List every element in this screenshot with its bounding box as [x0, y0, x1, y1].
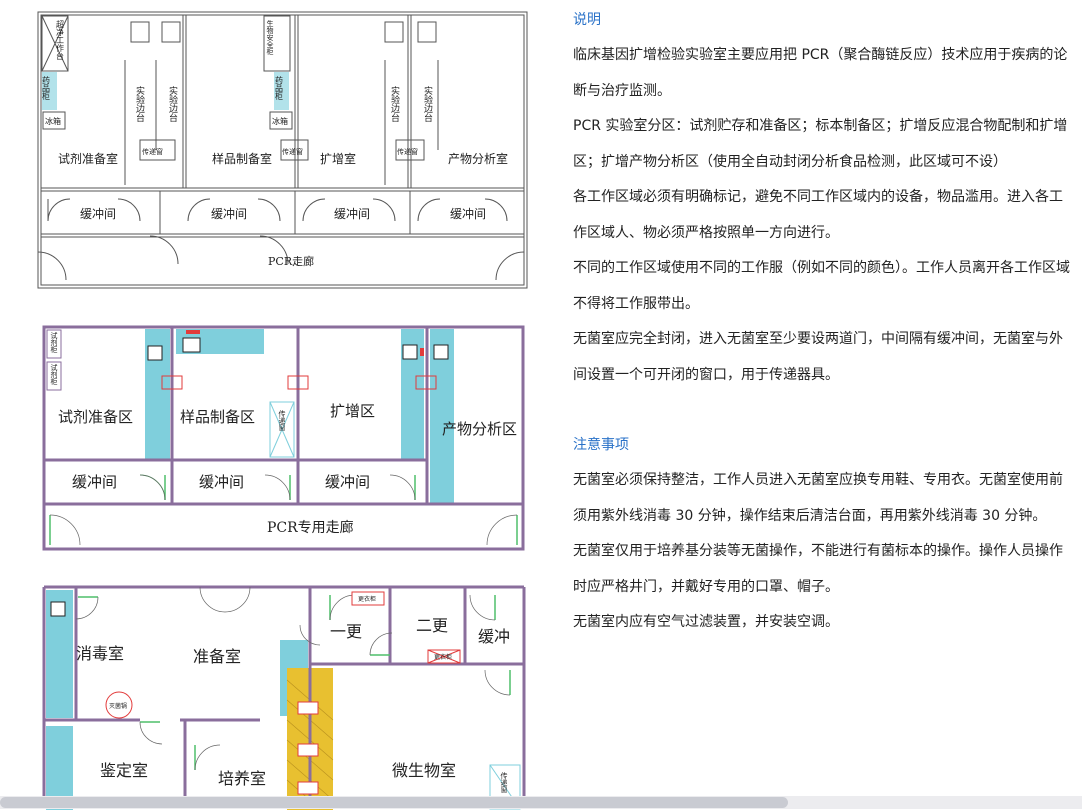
plan1-room-amplify: 扩增室 [320, 151, 356, 166]
plan2-buffer-3: 缓冲间 [325, 473, 370, 491]
attention-paragraph: 无菌室仅用于培养基分装等无菌操作，不能进行有菌标本的操作。操作人员操作时应严格井… [573, 543, 1063, 595]
plan1-corridor: PCR走廊 [268, 254, 314, 268]
plan1-pass-window-2: 传递窗 [282, 147, 303, 156]
plan3-room-micro: 微生物室 [392, 761, 456, 780]
description-panel: 说明 临床基因扩增检验实验室主要应用把 PCR（聚合酶链反应）技术应用于疾病的论… [573, 0, 1073, 641]
plan3-room-prep: 准备室 [193, 647, 241, 666]
plan1-pass-window-3: 传递窗 [397, 147, 418, 156]
plan3-room-disinfect: 消毒室 [76, 644, 124, 663]
plan1-room-product: 产物分析室 [448, 151, 508, 166]
plan2-reagent-cab-2: 试剂柜 [50, 363, 58, 386]
plan2-room-amplify: 扩增区 [330, 402, 375, 420]
plan1-buffer-3: 缓冲间 [334, 206, 370, 221]
plan1-buffer-4: 缓冲间 [450, 206, 486, 221]
pcr-lab-plan-1: 试剂准备室 样品制备室 扩增室 产物分析室 缓冲间 缓冲间 缓冲间 缓冲间 PC… [37, 11, 528, 289]
horizontal-scrollbar[interactable] [0, 796, 1082, 809]
plan3-room-culture: 培养室 [218, 769, 266, 788]
notes-paragraph: 临床基因扩增检验实验室主要应用把 PCR（聚合酶链反应）技术应用于疾病的论断与治… [573, 47, 1068, 99]
notes-paragraph: 不同的工作区域使用不同的工作服（例如不同的颜色）。工作人员离开各工作区域不得将工… [573, 260, 1070, 312]
scrollbar-thumb[interactable] [0, 797, 788, 808]
plan3-locker-1: 更衣柜 [358, 595, 376, 603]
plan1-room-reagent: 试剂准备室 [58, 151, 118, 166]
notes-paragraph: 无菌室应完全封闭，进入无菌室至少要设两道门，中间隔有缓冲间，无菌室与外间设置一个… [573, 331, 1063, 383]
plan1-reagent-cabinet-1: 药品柜 [42, 75, 51, 101]
plan1-room-sample: 样品制备室 [212, 151, 272, 166]
plan1-bench-1: 实验边台 [134, 85, 145, 123]
plan2-buffer-1: 缓冲间 [72, 473, 117, 491]
floor-plans: 试剂准备室 样品制备室 扩增室 产物分析室 缓冲间 缓冲间 缓冲间 缓冲间 PC… [37, 11, 528, 810]
plan1-bench-3: 实验边台 [389, 85, 400, 123]
pcr-lab-plan-2: 试剂准备区 样品制备区 扩增区 产物分析区 缓冲间 缓冲间 缓冲间 PCR专用走… [42, 325, 525, 551]
plan2-room-product: 产物分析区 [442, 420, 517, 438]
attention-paragraph: 无菌室必须保持整洁，工作人员进入无菌室应换专用鞋、专用衣。无菌室使用前须用紫外线… [573, 472, 1063, 524]
plan1-buffer-2: 缓冲间 [211, 206, 247, 221]
plan1-bio-cabinet: 生物安全柜 [266, 19, 274, 56]
plan3-locker-2: 更衣柜 [434, 653, 452, 661]
sterile-lab-plan-3: 消毒室 准备室 一更 二更 缓冲 鉴定室 培养室 微生物室 灭菌锅 更衣柜 更衣… [42, 585, 526, 810]
plan1-fridge-1: 冰箱 [45, 116, 61, 126]
plan3-room-buffer: 缓冲 [478, 627, 510, 646]
plan3-room-identify: 鉴定室 [100, 761, 148, 780]
plan1-fridge-2: 冰箱 [272, 116, 288, 126]
plan3-sterilizer: 灭菌锅 [109, 702, 127, 710]
notes-paragraph: PCR 实验室分区：试剂贮存和准备区；标本制备区；扩增反应混合物配制和扩增区；扩… [573, 118, 1068, 170]
plan3-room-change-1: 一更 [330, 622, 362, 641]
plan2-room-reagent: 试剂准备区 [58, 408, 133, 426]
attention-paragraph: 无菌室内应有空气过滤装置，并安装空调。 [573, 614, 839, 630]
plan1-buffer-1: 缓冲间 [80, 206, 116, 221]
plan2-buffer-2: 缓冲间 [199, 473, 244, 491]
plan2-reagent-cab-1: 试剂柜 [50, 331, 58, 354]
plan3-room-change-2: 二更 [416, 616, 448, 635]
plan1-fume-hood: 超净工作台 [56, 19, 65, 61]
attention-title: 注意事项 [573, 437, 629, 453]
plan1-pass-window-1: 传递窗 [142, 147, 163, 156]
plan2-pass-window: 传递窗 [278, 409, 286, 432]
plan1-reagent-cabinet-2: 药品柜 [275, 75, 284, 101]
plan1-bench-2: 实验边台 [167, 85, 178, 123]
notes-paragraph: 各工作区域必须有明确标记，避免不同工作区域内的设备，物品滥用。进入各工作区域人、… [573, 189, 1063, 241]
notes-title: 说明 [573, 12, 601, 28]
plan1-bench-4: 实验边台 [422, 85, 433, 123]
plan3-pass-window: 传递窗 [500, 771, 508, 794]
plan2-room-sample: 样品制备区 [180, 408, 255, 426]
plan2-corridor: PCR专用走廊 [267, 519, 354, 536]
